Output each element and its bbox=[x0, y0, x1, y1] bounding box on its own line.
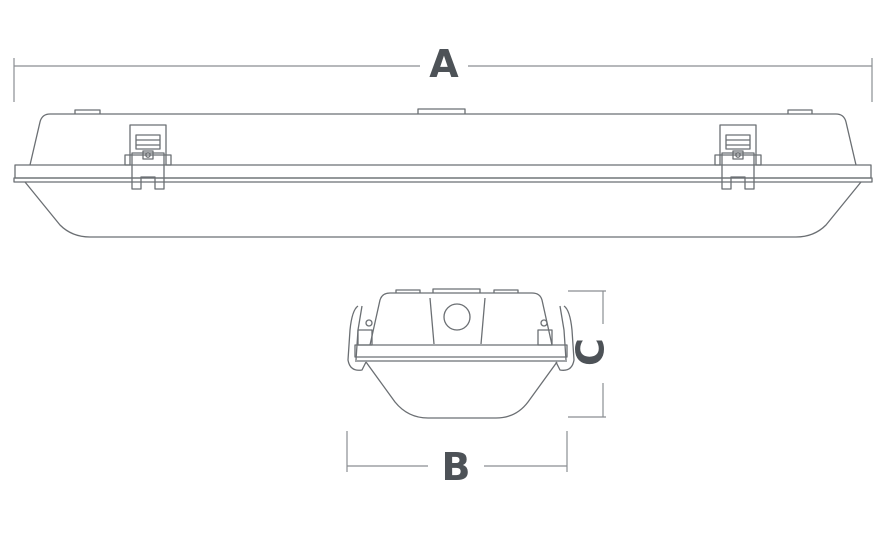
dimension-c: C bbox=[568, 290, 613, 418]
left-latch-clip bbox=[124, 124, 172, 190]
dimension-c-label: C bbox=[569, 338, 613, 366]
dimension-b: B bbox=[346, 431, 568, 489]
dimension-a-label: A bbox=[429, 42, 459, 86]
dimension-a: A bbox=[13, 42, 873, 102]
fixture-end-view bbox=[347, 288, 575, 419]
fixture-front-view bbox=[13, 108, 873, 238]
right-latch-clip bbox=[714, 124, 762, 190]
dimension-b-label: B bbox=[442, 445, 471, 489]
